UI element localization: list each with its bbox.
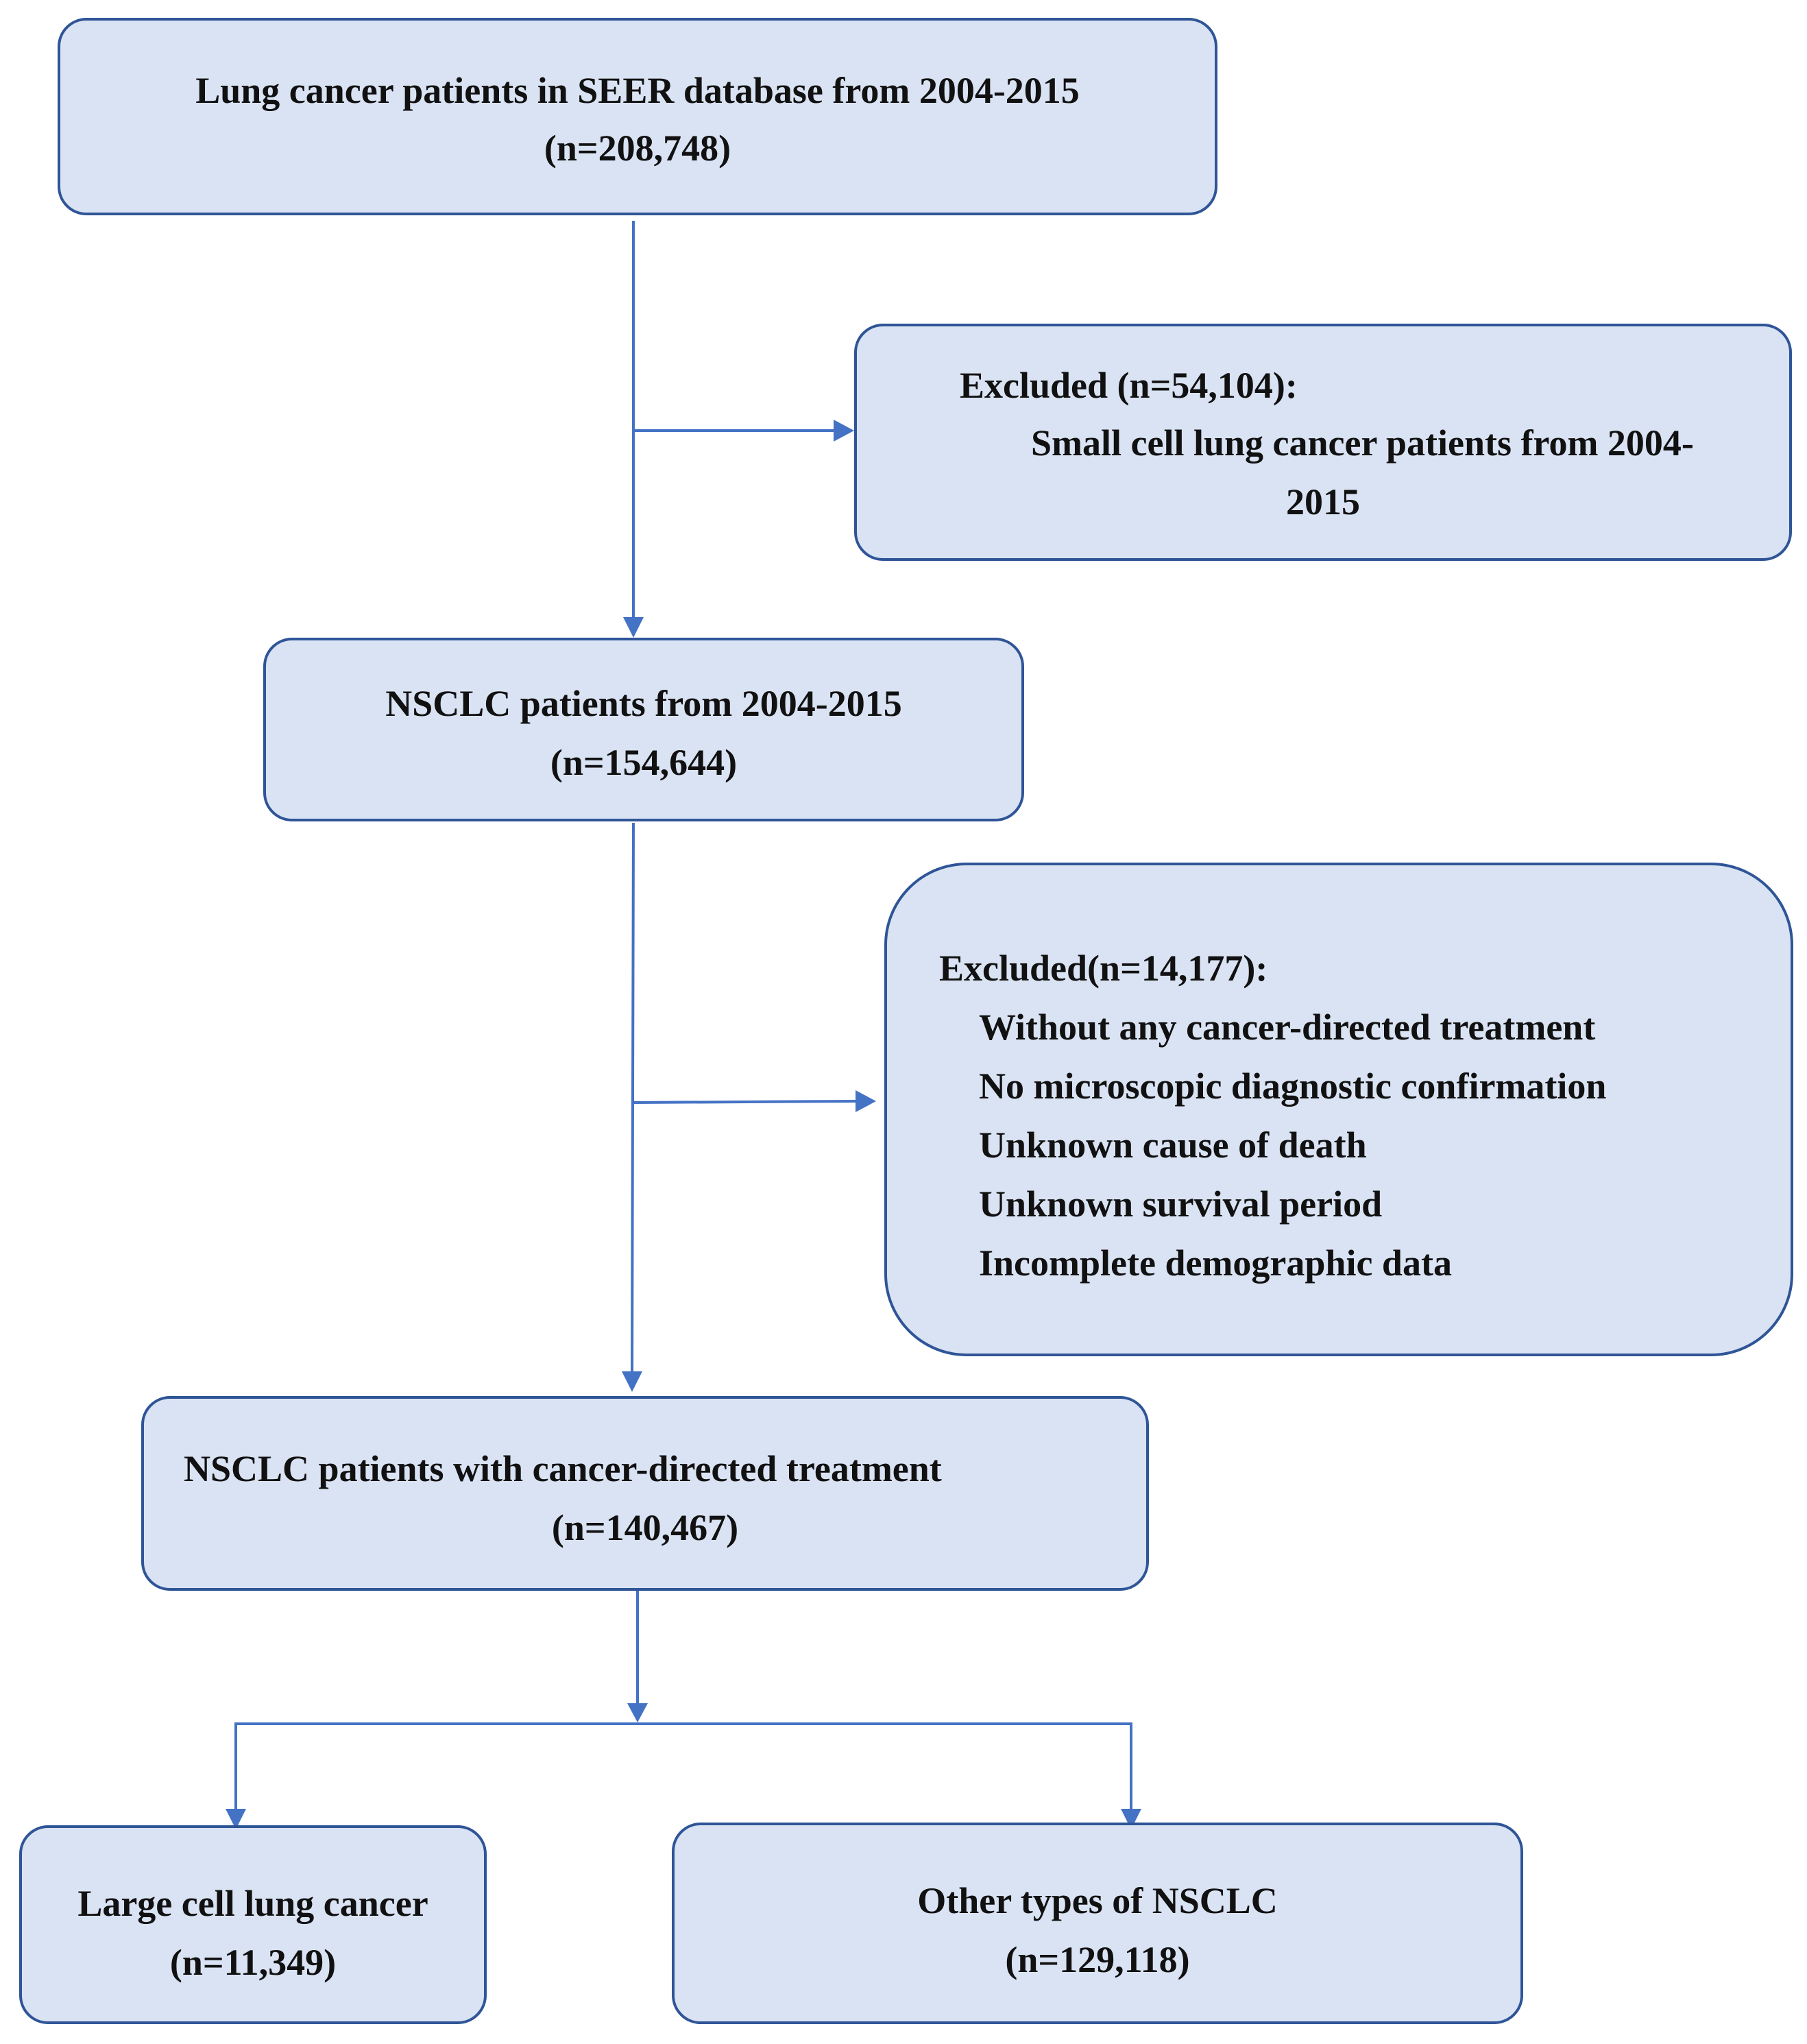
exclusion-2-reason: Incomplete demographic data bbox=[979, 1242, 1452, 1284]
exclusion-1-reason-line-1: Small cell lung cancer patients from 200… bbox=[1031, 422, 1694, 464]
connector-nsclc-to-treated bbox=[631, 822, 635, 1375]
treated-count: (n=140,467) bbox=[551, 1507, 739, 1548]
other-types-count: (n=129,118) bbox=[1005, 1939, 1190, 1980]
large-cell-count: (n=11,349) bbox=[169, 1942, 337, 1983]
connector-to-exclusion-2 bbox=[633, 1100, 859, 1104]
exclusion-1-header: Excluded (n=54,104): bbox=[960, 365, 1298, 406]
nsclc-count: (n=154,644) bbox=[550, 742, 738, 783]
exclusion-1-box: Excluded (n=54,104): Small cell lung can… bbox=[854, 324, 1792, 561]
start-box: Lung cancer patients in SEER database fr… bbox=[58, 18, 1217, 215]
large-cell-title: Large cell lung cancer bbox=[77, 1883, 428, 1924]
arrowhead-split bbox=[627, 1703, 648, 1722]
start-count: (n=208,748) bbox=[544, 128, 731, 169]
exclusion-2-reason: Unknown survival period bbox=[979, 1183, 1383, 1225]
exclusion-2-reason: Unknown cause of death bbox=[979, 1125, 1367, 1166]
arrowhead-exclusion-2 bbox=[856, 1090, 876, 1112]
large-cell-box: Large cell lung cancer (n=11,349) bbox=[19, 1825, 487, 2024]
other-types-title: Other types of NSCLC bbox=[917, 1880, 1278, 1921]
arrowhead-nsclc bbox=[623, 617, 644, 638]
exclusion-2-header: Excluded(n=14,177): bbox=[939, 948, 1268, 989]
treated-box: NSCLC patients with cancer-directed trea… bbox=[141, 1396, 1149, 1591]
exclusion-2-reason: No microscopic diagnostic confirmation bbox=[979, 1066, 1607, 1107]
nsclc-box: NSCLC patients from 2004-2015 (n=154,644… bbox=[263, 638, 1024, 821]
exclusion-2-box: Excluded(n=14,177): Without any cancer-d… bbox=[884, 863, 1793, 1356]
arrowhead-exclusion-1 bbox=[834, 420, 854, 442]
exclusion-2-reason: Without any cancer-directed treatment bbox=[979, 1007, 1596, 1048]
nsclc-title: NSCLC patients from 2004-2015 bbox=[385, 683, 902, 724]
other-types-box: Other types of NSCLC (n=129,118) bbox=[672, 1823, 1523, 2024]
exclusion-1-reason-line-2: 2015 bbox=[1286, 481, 1360, 522]
connector-split bbox=[234, 1722, 1132, 1813]
start-title: Lung cancer patients in SEER database fr… bbox=[195, 70, 1080, 111]
arrowhead-treated bbox=[622, 1371, 642, 1392]
arrowhead-large-cell bbox=[226, 1809, 246, 1829]
arrowhead-other-types bbox=[1121, 1809, 1141, 1829]
treated-title: NSCLC patients with cancer-directed trea… bbox=[184, 1448, 942, 1489]
